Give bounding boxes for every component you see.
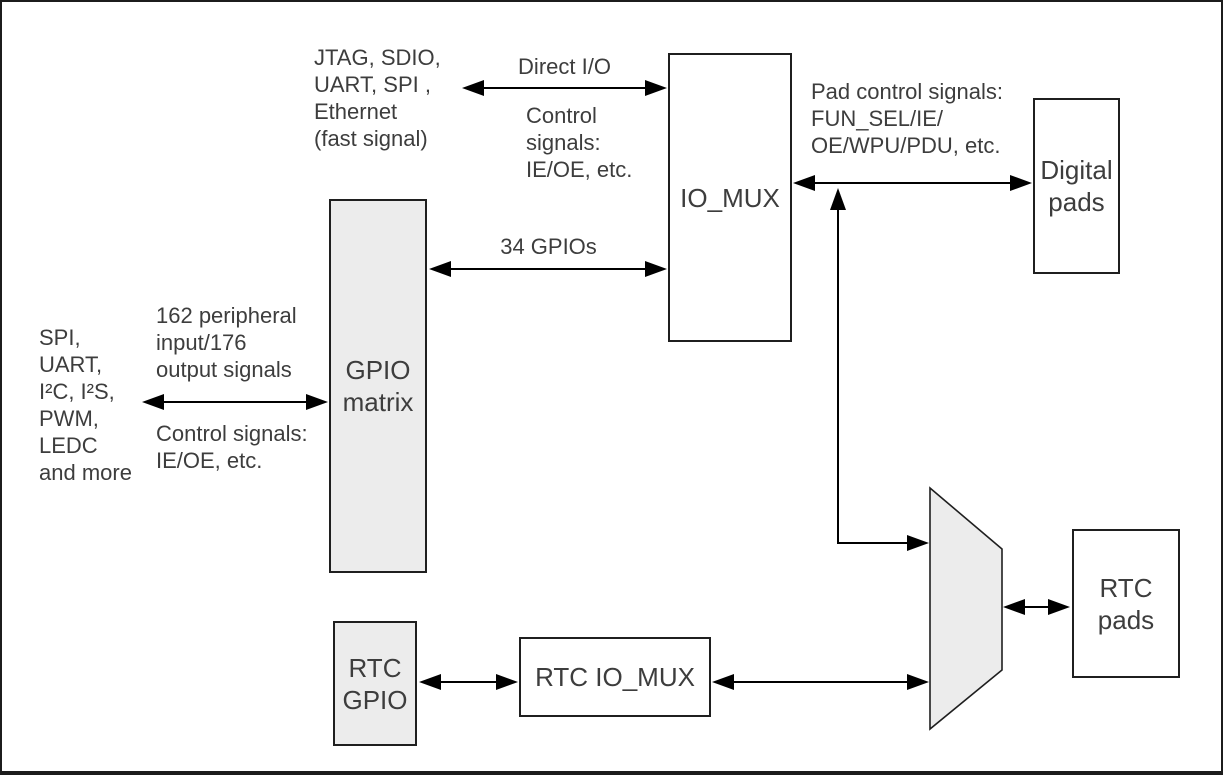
peripheral-count-label: 162 peripheral input/176 output signals xyxy=(156,303,297,382)
direct-io-label: Direct I/O xyxy=(518,54,611,79)
pad-control-feedback-arrow xyxy=(830,188,929,551)
matrix-control-signals-label: Control signals: IE/OE, etc. xyxy=(156,421,308,473)
fast-peripherals-label: JTAG, SDIO, UART, SPI , Ethernet (fast s… xyxy=(314,45,441,151)
gpio-count-label: 34 GPIOs xyxy=(500,234,597,259)
io-control-signals-label: Control signals: IE/OE, etc. xyxy=(526,103,633,182)
rtcmux-rtcpads-arrow xyxy=(1003,599,1070,615)
iomux-digitalpads-arrow xyxy=(793,175,1032,191)
rtc-pads-block: RTC pads xyxy=(1072,529,1180,678)
direct-io-arrow xyxy=(462,80,667,96)
pad-control-signals-label: Pad control signals: FUN_SEL/IE/ OE/WPU/… xyxy=(811,79,1003,158)
rtcgpio-rtciomux-arrow xyxy=(419,674,518,690)
io-mux-block: IO_MUX xyxy=(668,53,792,342)
rtc-gpio-block: RTC GPIO xyxy=(333,621,417,746)
digital-pads-block: Digital pads xyxy=(1033,98,1120,274)
slow-peripherals-label: SPI, UART, I²C, I²S, PWM, LEDC and more xyxy=(39,325,132,485)
rtciomux-rtcmux-arrow xyxy=(712,674,929,690)
rtc-mux-trapezoid xyxy=(929,486,1003,731)
rtc-io-mux-block: RTC IO_MUX xyxy=(519,637,711,717)
gpio-34-arrow xyxy=(429,261,667,277)
peripheral-signals-arrow xyxy=(142,394,328,410)
gpio-matrix-block: GPIO matrix xyxy=(329,199,427,573)
